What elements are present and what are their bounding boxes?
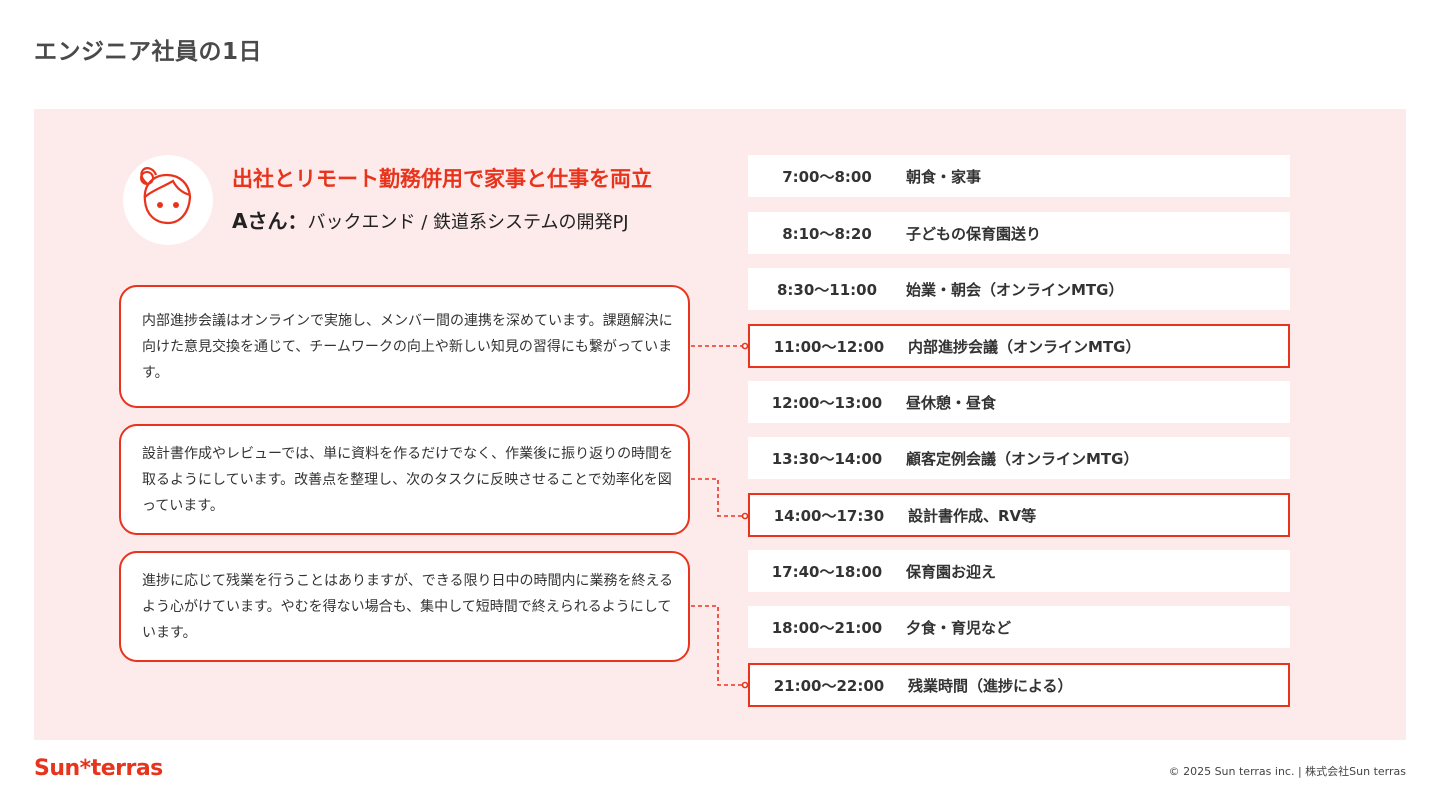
connector-design [691,478,744,517]
logo-text-right: terras [90,756,164,781]
schedule-time: 17:40〜18:00 [771,562,883,581]
connector-dot [741,681,749,689]
schedule-activity: 始業・朝会（オンラインMTG） [906,280,1124,299]
schedule-row-highlighted: 11:00〜12:00 内部進捗会議（オンラインMTG） [748,324,1290,368]
schedule-time: 13:30〜14:00 [771,449,883,468]
schedule-activity: 昼休憩・昼食 [906,393,997,412]
bubble-connectors [691,342,749,689]
schedule-row: 12:00〜13:00 昼休憩・昼食 [748,381,1290,423]
schedule-row: 8:30〜11:00 始業・朝会（オンラインMTG） [748,268,1290,310]
schedule-time: 12:00〜13:00 [771,393,883,412]
schedule-row: 7:00〜8:00 朝食・家事 [748,155,1290,197]
comment-text: 進捗に応じて残業を行うことはありますが、できる限り日中の時間内に業務を終えるよう… [142,572,674,641]
schedule-time: 18:00〜21:00 [771,618,883,637]
person-face-icon [140,167,192,225]
comment-bubble-overtime: 進捗に応じて残業を行うことはありますが、できる限り日中の時間内に業務を終えるよう… [119,551,690,662]
copyright-text: © 2025 Sun terras inc. | 株式会社Sun terras [1168,765,1406,778]
person-role: バックエンド / 鉄道系システムの開発PJ [307,212,629,233]
avatar [123,155,213,245]
comment-bubble-meeting: 内部進捗会議はオンラインで実施し、メンバー間の連携を深めています。課題解決に向け… [119,285,690,408]
connector-dot [741,512,749,520]
schedule-activity: 朝食・家事 [906,167,982,186]
page-title: エンジニア社員の1日 [34,39,263,65]
star-icon: * [79,756,92,781]
schedule-row-highlighted: 21:00〜22:00 残業時間（進捗による） [748,663,1290,707]
connector-overtime [691,605,744,686]
schedule-time: 7:00〜8:00 [782,167,872,186]
schedule-activity: 残業時間（進捗による） [908,676,1073,695]
schedule-activity: 保育園お迎え [906,562,997,581]
day-schedule-panel: 出社とリモート勤務併用で家事と仕事を両立 Aさん：バックエンド / 鉄道系システ… [34,109,1406,740]
schedule-activity: 子どもの保育園送り [906,224,1042,243]
connector-dot [741,342,749,350]
person-name: Aさん： [232,209,308,233]
schedule-row: 8:10〜8:20 子どもの保育園送り [748,212,1290,254]
comment-bubble-design: 設計書作成やレビューでは、単に資料を作るだけでなく、作業後に振り返りの時間を取る… [119,424,690,535]
schedule-time: 14:00〜17:30 [773,506,885,525]
schedule-row-highlighted: 14:00〜17:30 設計書作成、RV等 [748,493,1290,537]
schedule-activity: 夕食・育児など [906,618,1012,637]
schedule-row: 18:00〜21:00 夕食・育児など [748,606,1290,648]
schedule-activity: 設計書作成、RV等 [908,506,1037,525]
profile-info: Aさん：バックエンド / 鉄道系システムの開発PJ [232,205,629,234]
schedule-activity: 内部進捗会議（オンラインMTG） [908,337,1141,356]
schedule-row: 17:40〜18:00 保育園お迎え [748,550,1290,592]
schedule-time: 8:30〜11:00 [776,280,878,299]
schedule-row: 13:30〜14:00 顧客定例会議（オンラインMTG） [748,437,1290,479]
schedule-time: 11:00〜12:00 [773,337,885,356]
logo-text-left: Sun [34,756,80,781]
comment-text: 内部進捗会議はオンラインで実施し、メンバー間の連携を深めています。課題解決に向け… [142,312,673,381]
schedule-time: 21:00〜22:00 [773,676,885,695]
profile-headline: 出社とリモート勤務併用で家事と仕事を両立 [232,167,652,191]
schedule-time: 8:10〜8:20 [782,224,872,243]
comment-text: 設計書作成やレビューでは、単に資料を作るだけでなく、作業後に振り返りの時間を取る… [142,445,674,514]
schedule-activity: 顧客定例会議（オンラインMTG） [906,449,1139,468]
company-logo: Sun*terras [34,756,163,781]
